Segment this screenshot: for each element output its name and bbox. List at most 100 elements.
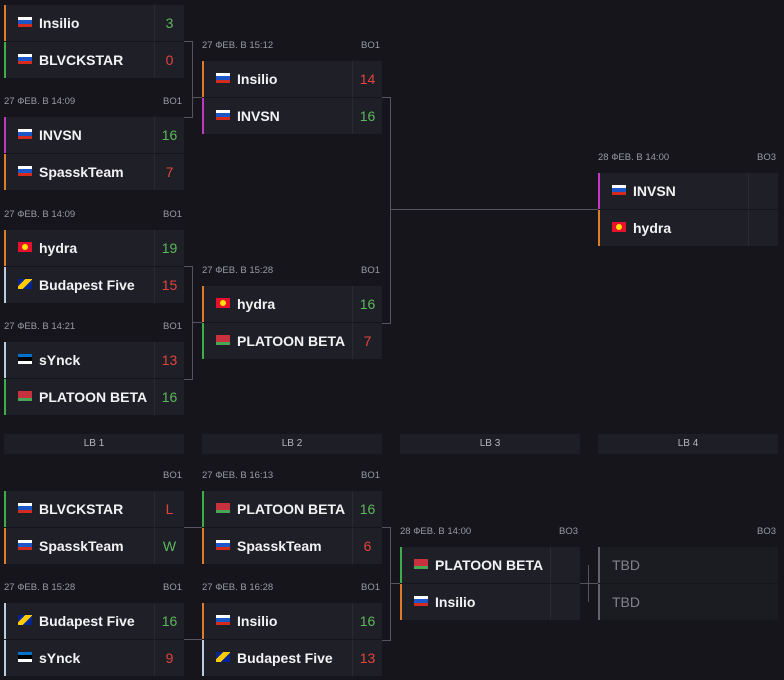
lb3-header: LB 3 bbox=[400, 434, 580, 454]
team-score: 16 bbox=[352, 286, 382, 322]
team-row[interactable]: PLATOON BETA bbox=[400, 547, 580, 583]
flag-ba-icon bbox=[18, 279, 32, 289]
team-row[interactable]: TBD bbox=[598, 584, 778, 620]
flag-ru-icon bbox=[18, 129, 32, 139]
flag-ru-icon bbox=[216, 615, 230, 625]
team-score: 15 bbox=[154, 267, 184, 303]
team-name: Insilio bbox=[435, 594, 476, 610]
team-score: 0 bbox=[154, 42, 184, 78]
team-row[interactable]: sYnck 13 bbox=[4, 342, 184, 378]
connector bbox=[184, 527, 202, 528]
team-row[interactable]: Insilio bbox=[400, 584, 580, 620]
team-name: PLATOON BETA bbox=[237, 333, 346, 349]
match-header: 27 ФЕВ. В 15:28 BO1 bbox=[4, 582, 182, 596]
team-name: SpasskTeam bbox=[39, 164, 124, 180]
connector bbox=[580, 583, 598, 584]
match-header: BO1 bbox=[4, 470, 182, 484]
flag-kg-icon bbox=[612, 222, 626, 232]
match-format: BO1 bbox=[162, 96, 182, 107]
connector bbox=[184, 41, 193, 118]
match-format: BO1 bbox=[360, 40, 380, 51]
team-row[interactable]: TBD bbox=[598, 547, 778, 583]
flag-by-icon bbox=[216, 503, 230, 513]
team-score: 16 bbox=[352, 98, 382, 134]
team-name: INVSN bbox=[633, 183, 676, 199]
team-score: 13 bbox=[154, 342, 184, 378]
team-name: Insilio bbox=[39, 15, 80, 31]
team-score: 13 bbox=[352, 640, 382, 676]
connector bbox=[184, 639, 202, 640]
team-name: TBD bbox=[612, 557, 640, 573]
team-name: hydra bbox=[39, 240, 78, 256]
team-row[interactable]: hydra 16 bbox=[202, 286, 382, 322]
match-format: BO3 bbox=[756, 152, 776, 163]
connector bbox=[192, 322, 202, 323]
connector bbox=[192, 97, 202, 98]
team-row[interactable]: Insilio 3 bbox=[4, 5, 184, 41]
team-name: INVSN bbox=[39, 127, 82, 143]
team-name: Budapest Five bbox=[237, 650, 333, 666]
flag-ru-icon bbox=[18, 17, 32, 27]
team-name: hydra bbox=[237, 296, 276, 312]
connector bbox=[382, 527, 391, 641]
flag-ru-icon bbox=[414, 596, 428, 606]
team-name: PLATOON BETA bbox=[39, 389, 148, 405]
team-name: Budapest Five bbox=[39, 277, 135, 293]
flag-ru-icon bbox=[18, 166, 32, 176]
match-header: 27 ФЕВ. В 14:09 BO1 bbox=[4, 96, 182, 110]
team-score: 3 bbox=[154, 5, 184, 41]
team-row[interactable]: hydra bbox=[598, 210, 778, 246]
match-format: BO1 bbox=[360, 265, 380, 276]
flag-ru-icon bbox=[612, 185, 626, 195]
flag-ee-icon bbox=[18, 354, 32, 364]
match-date: 27 ФЕВ. В 15:28 bbox=[4, 582, 76, 593]
team-row[interactable]: Budapest Five 13 bbox=[202, 640, 382, 676]
match-date: 27 ФЕВ. В 14:09 bbox=[4, 96, 76, 107]
team-row[interactable]: Budapest Five 15 bbox=[4, 267, 184, 303]
lb2-header: LB 2 bbox=[202, 434, 382, 454]
match-date: 28 ФЕВ. В 14:00 bbox=[598, 152, 670, 163]
connector bbox=[184, 266, 193, 380]
team-score: 16 bbox=[154, 379, 184, 415]
flag-kg-icon bbox=[216, 298, 230, 308]
match-format: BO3 bbox=[558, 526, 578, 537]
team-row[interactable]: INVSN bbox=[598, 173, 778, 209]
flag-ru-icon bbox=[18, 54, 32, 64]
team-score bbox=[748, 173, 778, 209]
team-name: sYnck bbox=[39, 352, 81, 368]
match-format: BO1 bbox=[162, 582, 182, 593]
match-format: BO1 bbox=[162, 209, 182, 220]
match-header: BO3 bbox=[598, 526, 776, 540]
team-row[interactable]: PLATOON BETA 16 bbox=[4, 379, 184, 415]
